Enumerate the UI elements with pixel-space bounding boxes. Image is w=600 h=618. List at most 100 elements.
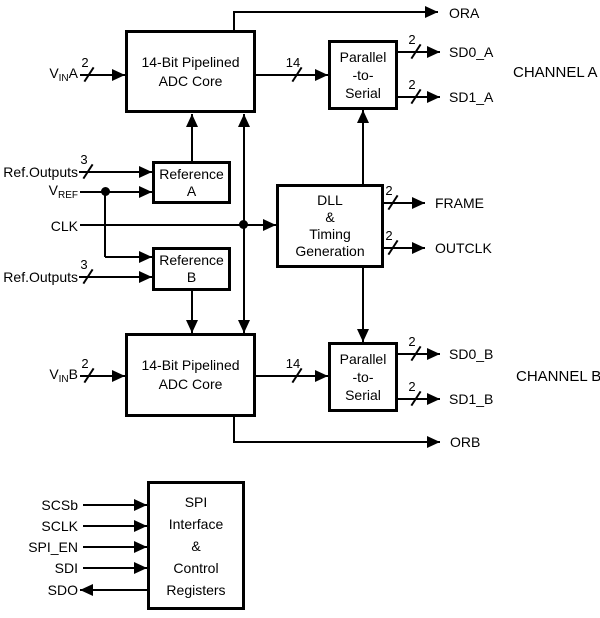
vin-b-wire: [80, 375, 125, 377]
scsb-label: SCSb: [41, 497, 78, 513]
ref-outputs-a-arrowhead-icon: [139, 166, 152, 178]
sd0-a-bus-width: 2: [408, 32, 416, 47]
orb-wire: [233, 441, 440, 443]
vin-b-label: VINB: [0, 367, 78, 385]
outclk-wire: [384, 247, 425, 249]
dll-p2s-b-down-arrowhead-icon: [357, 329, 369, 342]
ref-outputs-b-arrowhead-icon: [139, 271, 152, 283]
ora-riser-wire: [233, 11, 235, 30]
vref-branch-wire: [105, 256, 152, 258]
adc-a-to-p2s-a-wire: [256, 74, 328, 76]
block-parallel-to-serial-a-label: Parallel -to- Serial: [339, 49, 387, 101]
spi-en-label: SPI_EN: [28, 539, 78, 555]
sclk-label: SCLK: [41, 518, 78, 534]
sd0-b-label: SD0_B: [449, 346, 494, 362]
sd1-b-label: SD1_B: [449, 391, 494, 407]
sd1-b-bus-width: 2: [408, 379, 416, 394]
sd0-a-label: SD0_A: [449, 44, 494, 60]
sd0-b-wire: [398, 353, 440, 355]
vref-wire: [80, 191, 152, 193]
vin-b-label-post: B: [68, 366, 78, 382]
sd1-a-wire: [398, 96, 440, 98]
outclk-bus-width: 2: [385, 228, 393, 243]
ref-a-up-arrowhead-icon: [186, 114, 198, 127]
sdi-label: SDI: [54, 560, 78, 576]
clk-wire: [80, 224, 276, 226]
sd1-b-arrowhead-icon: [427, 393, 440, 405]
block-dll-timing-generation: DLL & Timing Generation: [276, 184, 384, 268]
block-spi-interface-label: SPI Interface & Control Registers: [166, 493, 226, 598]
vin-a-arrowhead-icon: [112, 69, 125, 81]
dll-to-p2s-a-wire: [362, 110, 364, 184]
block-adc-core-a: 14-Bit Pipelined ADC Core: [125, 30, 256, 113]
outclk-arrowhead-icon: [412, 242, 425, 254]
block-parallel-to-serial-b-label: Parallel -to- Serial: [339, 351, 387, 403]
scsb-arrowhead-icon: [134, 499, 147, 511]
vref-branch-vertical-wire: [104, 191, 106, 257]
block-reference-a: Reference A: [152, 161, 231, 204]
sdi-wire: [83, 567, 147, 569]
orb-label: ORB: [450, 434, 481, 450]
frame-bus-width: 2: [385, 183, 393, 198]
ora-wire: [234, 11, 438, 13]
ora-label: ORA: [449, 5, 480, 21]
sd1-a-label: SD1_A: [449, 89, 494, 105]
adc-a-p2s-arrowhead-icon: [315, 69, 328, 81]
clk-dll-arrowhead-icon: [263, 219, 276, 231]
adc-a-out-bus-width: 14: [285, 55, 301, 70]
clk-label: CLK: [50, 218, 78, 234]
sdo-arrowhead-icon: [80, 584, 93, 596]
vref-b-arrowhead-icon: [139, 251, 152, 263]
vin-b-label-sub: IN: [58, 374, 69, 385]
sd1-a-bus-width: 2: [408, 77, 416, 92]
block-dll-timing-generation-label: DLL & Timing Generation: [295, 192, 365, 259]
outclk-label: OUTCLK: [435, 240, 492, 256]
adc-b-out-bus-width: 14: [285, 356, 301, 371]
frame-wire: [384, 202, 425, 204]
frame-arrowhead-icon: [412, 197, 425, 209]
block-reference-b-label: Reference B: [159, 252, 224, 285]
vin-a-label-pre: V: [49, 65, 59, 81]
clk-junction-dot: [239, 220, 248, 229]
sclk-arrowhead-icon: [134, 520, 147, 532]
vin-a-wire: [80, 74, 125, 76]
channel-a-label: CHANNEL A: [513, 64, 598, 81]
sdo-wire: [80, 589, 147, 591]
block-adc-core-b: 14-Bit Pipelined ADC Core: [125, 333, 256, 417]
vin-a-label: VINA: [0, 66, 78, 84]
block-spi-interface: SPI Interface & Control Registers: [147, 481, 245, 610]
ref-outputs-b-label: Ref.Outputs: [3, 269, 78, 285]
ref-b-to-adc-b-wire: [191, 291, 193, 333]
adc-b-p2s-arrowhead-icon: [315, 370, 328, 382]
ref-a-to-adc-a-wire: [191, 114, 193, 162]
vref-a-arrowhead-icon: [139, 186, 152, 198]
sdi-arrowhead-icon: [134, 562, 147, 574]
ref-outputs-a-bus-width: 3: [80, 152, 88, 167]
sd1-a-arrowhead-icon: [427, 91, 440, 103]
ora-arrowhead-icon: [425, 6, 438, 18]
ref-outputs-b-bus-width: 3: [80, 257, 88, 272]
block-reference-a-label: Reference A: [159, 165, 224, 199]
adc-b-to-p2s-b-wire: [256, 375, 328, 377]
clk-adc-b-down-arrowhead-icon: [238, 320, 250, 333]
ref-outputs-b-wire: [79, 276, 152, 278]
channel-b-label: CHANNEL B: [516, 368, 600, 385]
clk-adc-a-up-arrowhead-icon: [238, 114, 250, 127]
vin-b-bus-width: 2: [81, 356, 89, 371]
sd0-b-bus-width: 2: [408, 334, 416, 349]
block-reference-b: Reference B: [152, 247, 231, 291]
vin-b-arrowhead-icon: [112, 370, 125, 382]
vin-b-label-pre: V: [49, 366, 59, 382]
sdo-label: SDO: [47, 582, 78, 598]
spi-en-arrowhead-icon: [134, 541, 147, 553]
dll-to-p2s-b-wire: [362, 268, 364, 342]
orb-arrowhead-icon: [427, 436, 440, 448]
block-parallel-to-serial-b: Parallel -to- Serial: [328, 342, 398, 412]
scsb-wire: [83, 504, 147, 506]
vin-a-label-post: A: [68, 65, 78, 81]
vref-label-sub: REF: [58, 190, 78, 201]
vref-label-pre: V: [48, 182, 58, 198]
vin-a-bus-width: 2: [81, 55, 89, 70]
block-adc-core-b-label: 14-Bit Pipelined ADC Core: [141, 357, 240, 392]
